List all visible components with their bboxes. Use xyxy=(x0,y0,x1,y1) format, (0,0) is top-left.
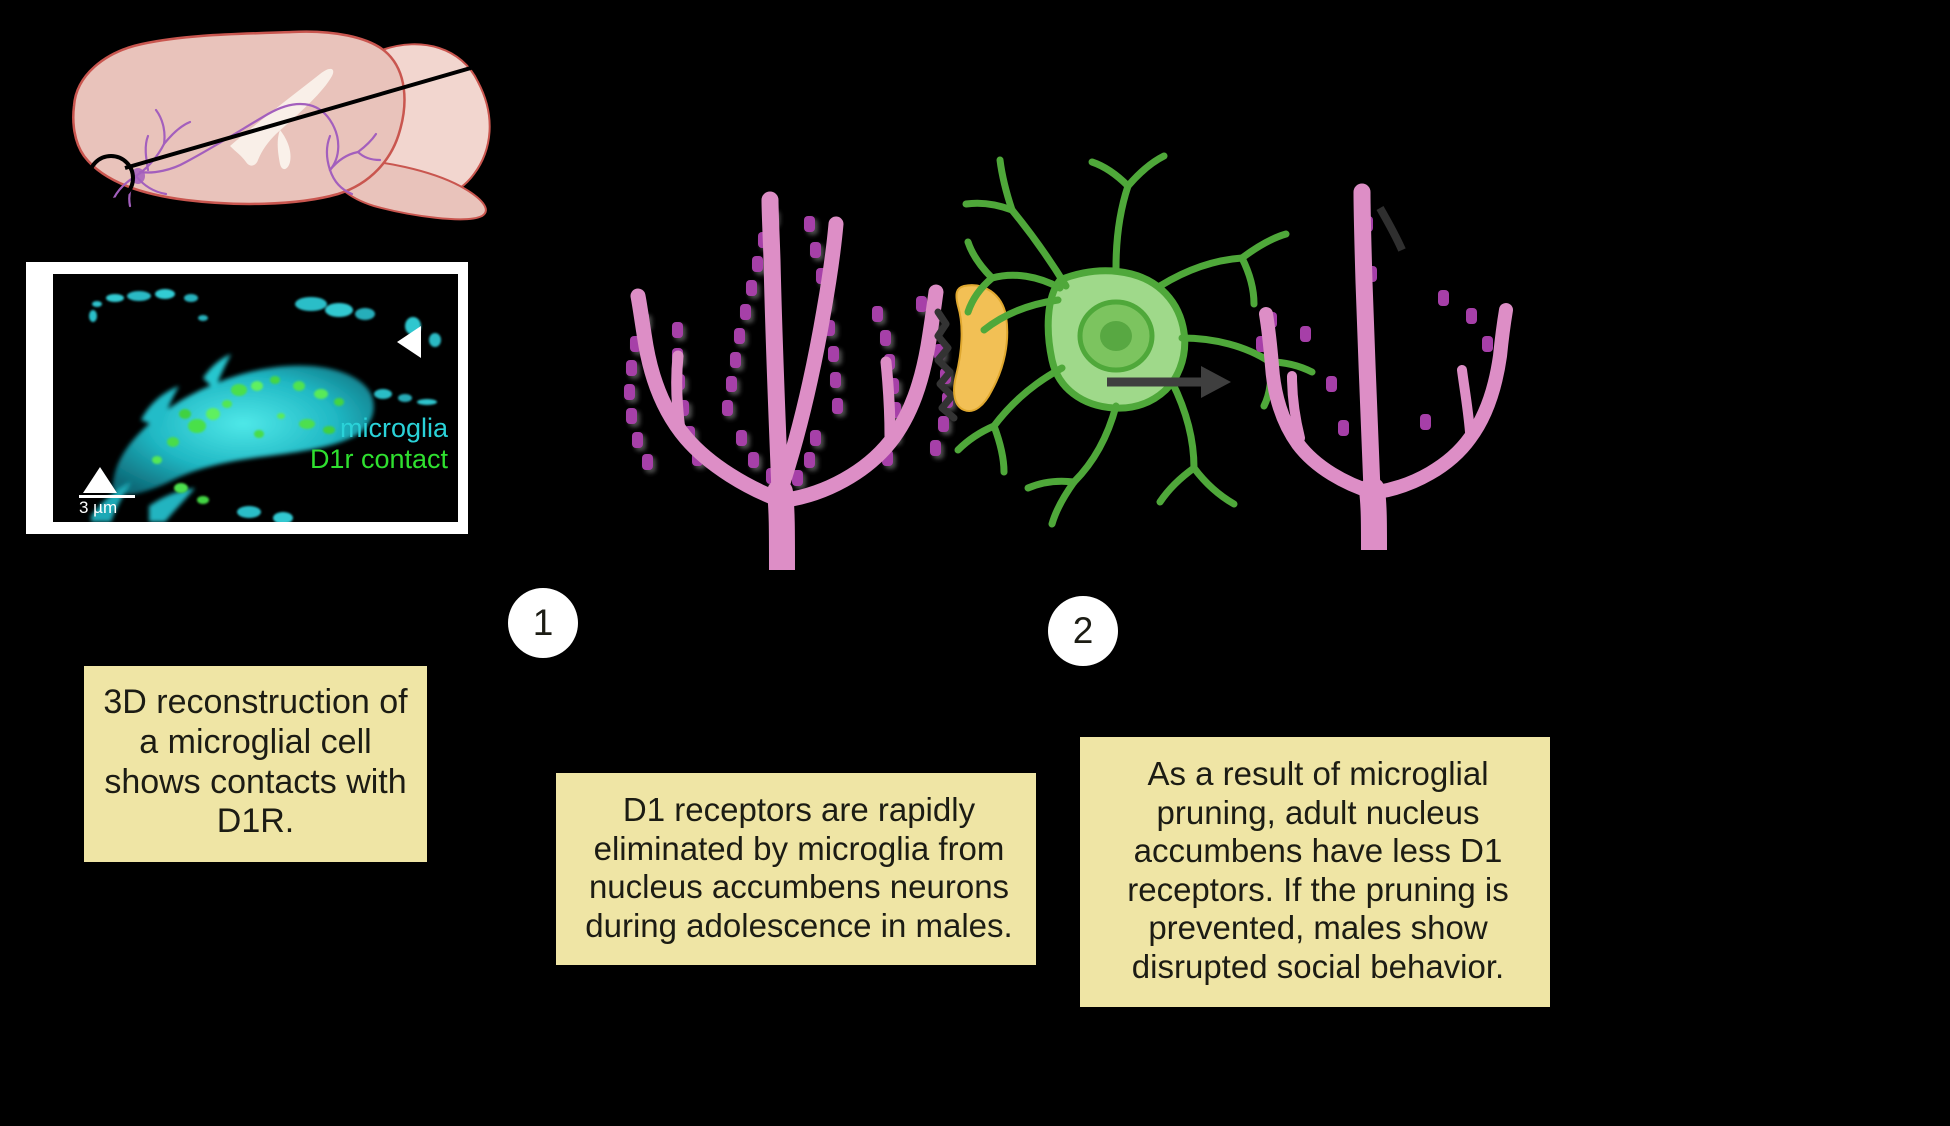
d1r-contact-puncta xyxy=(152,376,344,504)
arrow-svg xyxy=(1107,366,1231,398)
brain-svg xyxy=(72,30,527,221)
spiny-dendrite-before xyxy=(624,191,953,583)
ventricle-shape xyxy=(230,68,334,166)
scale-triangle-icon xyxy=(83,467,117,493)
microglia-fragments xyxy=(89,289,441,522)
microscopy-panel: microglia D1r contact 3 µm xyxy=(26,262,468,534)
receptor-internalization-trail xyxy=(934,308,958,422)
residual-shadow xyxy=(1376,206,1406,252)
microscopy-caption: 3D reconstruction of a microglial cell s… xyxy=(84,666,427,863)
phagocytic-cup xyxy=(953,284,1009,412)
step-2-caption: As a result of microglial pruning, adult… xyxy=(1080,737,1550,1007)
pruning-diagram xyxy=(560,100,1560,583)
cortex-shape xyxy=(72,30,406,206)
callout-pointer-line xyxy=(124,50,527,170)
step-2-badge: 2 xyxy=(1048,596,1118,666)
contact-arrowhead-icon xyxy=(397,326,421,358)
pruning-transition-arrow xyxy=(1105,358,1235,406)
scale-bar-line xyxy=(79,495,135,498)
step-1-caption: D1 receptors are rapidly eliminated by m… xyxy=(556,773,1036,966)
scale-bar-label: 3 µm xyxy=(79,498,118,517)
callout-circle xyxy=(87,154,135,202)
microglia-cell xyxy=(954,152,1316,528)
brain-illustration-panel xyxy=(30,10,590,240)
step-1-badge: 1 xyxy=(508,588,578,658)
microglia-3d-render xyxy=(53,274,458,522)
pruned-dendrite-panel xyxy=(1230,170,1560,563)
pruning-diagram-svg xyxy=(624,152,1316,583)
scale-bar: 3 µm xyxy=(79,467,169,516)
microscopy-image: microglia D1r contact 3 µm xyxy=(53,274,458,522)
microglia-body xyxy=(91,354,374,522)
d1r-contact-legend-label: D1r contact xyxy=(309,444,448,474)
pruned-dendrite-svg xyxy=(1256,183,1513,563)
dendrite-shafts xyxy=(630,191,944,583)
pruned-dendrite-shafts xyxy=(1259,183,1513,563)
microglia-legend-label: microglia xyxy=(339,413,448,443)
ventricle-hook xyxy=(277,130,291,170)
